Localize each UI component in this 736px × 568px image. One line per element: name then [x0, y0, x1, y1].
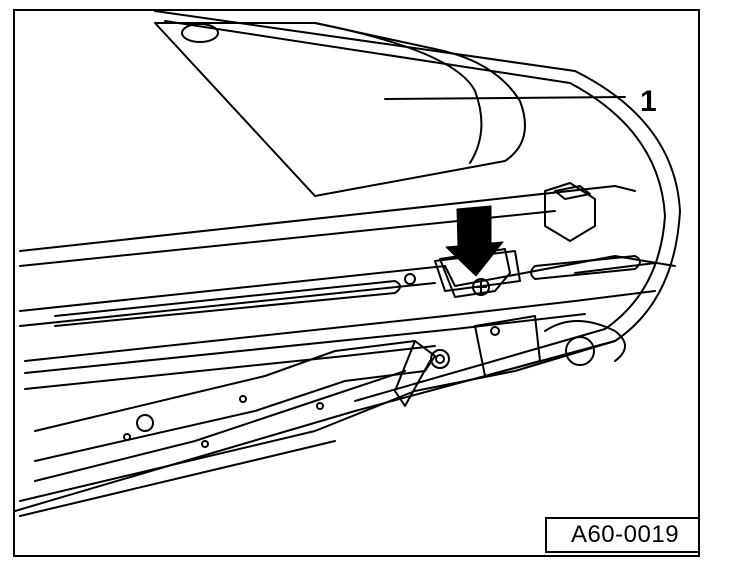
rivet — [239, 395, 247, 403]
rivet — [123, 433, 131, 441]
screw-icon — [472, 278, 490, 296]
drive-housing — [544, 320, 626, 362]
glass-panel — [154, 22, 526, 197]
guide-channel — [530, 255, 641, 280]
link-arm — [394, 340, 431, 407]
guide-bar — [24, 290, 656, 362]
frame-rail-middle — [19, 255, 676, 312]
frame-rail-middle-2 — [19, 282, 436, 327]
pivot-pin-inner — [435, 354, 445, 364]
illustration-frame: 1 A60-0019 — [13, 9, 700, 557]
guide-bar-2 — [24, 313, 586, 374]
callout-leader — [384, 96, 626, 100]
figure-reference-code: A60-0019 — [545, 517, 698, 553]
lower-rail-2 — [19, 440, 336, 517]
frame-rail-slot — [54, 280, 401, 327]
lever-arm — [34, 340, 436, 462]
guide-block-top — [554, 185, 591, 200]
rivet — [404, 273, 416, 285]
guide-channel-2 — [574, 262, 656, 274]
pivot-pin — [430, 349, 450, 369]
lever-arm-2 — [34, 370, 406, 482]
rivet — [201, 440, 209, 448]
glass-hole — [181, 23, 219, 43]
sunroof-mechanism-drawing — [15, 11, 681, 517]
bracket-plate — [474, 315, 541, 377]
drive-cable-wheel — [565, 336, 595, 366]
rivet — [490, 326, 500, 336]
roof-outer-edge — [15, 11, 681, 512]
guide-bar-3 — [24, 345, 436, 390]
rivet — [136, 414, 154, 432]
guide-block — [544, 182, 596, 242]
rivet — [316, 402, 324, 410]
part-callout-number: 1 — [640, 85, 657, 118]
frame-rail-upper — [19, 185, 636, 252]
glass-panel-inner — [314, 22, 483, 164]
roof-inner-edge — [164, 20, 666, 402]
lower-rail — [19, 340, 616, 502]
down-arrow-icon — [445, 205, 504, 277]
